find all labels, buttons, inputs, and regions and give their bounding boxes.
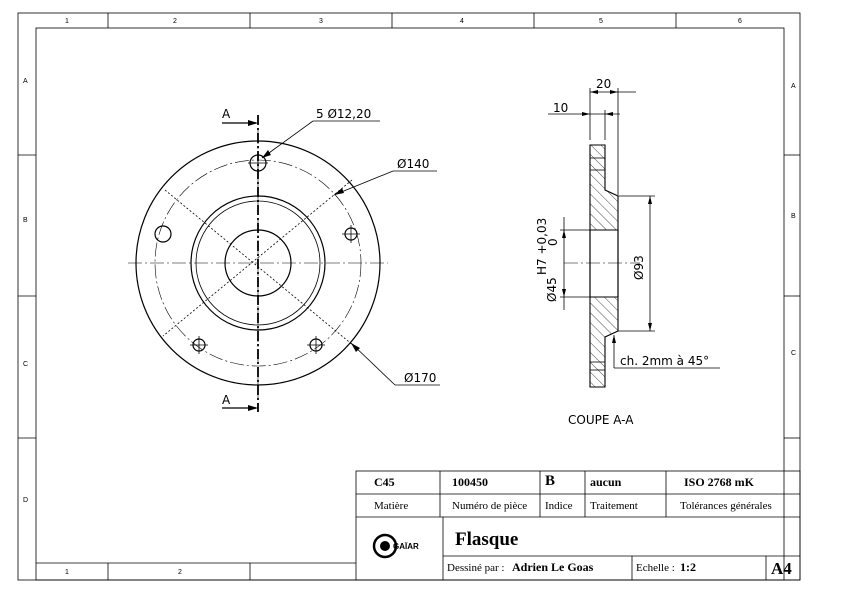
- d45-arrow-b: [562, 289, 566, 297]
- leader-d140-arrowhead: [334, 188, 344, 195]
- company-logo: GAÏAR: [372, 533, 419, 559]
- front-view: A A 5 Ø12,20: [128, 107, 440, 412]
- zone-col-bottom-2: 2: [178, 569, 182, 576]
- zone-col-2: 2: [173, 18, 177, 25]
- zone-row-d-left: D: [23, 497, 28, 504]
- title-block: C45 Matière 100450 Numéro de pièce B Ind…: [355, 470, 801, 581]
- dim-10-label: 10: [553, 101, 568, 115]
- bolt-hole-left: [154, 225, 172, 243]
- bolt-hole-bottom-right: [307, 336, 325, 354]
- drawn-by-value: Adrien Le Goas: [512, 560, 594, 574]
- tolerance-value: ISO 2768 mK: [684, 475, 755, 489]
- dim-tol-label: H7 +0,03: [535, 218, 549, 275]
- section-caption: COUPE A-A: [568, 413, 634, 427]
- dim20-arrow-l: [590, 90, 598, 94]
- treatment-value: aucun: [590, 475, 622, 489]
- bolt-hole-bottom-left: [190, 336, 208, 354]
- treatment-label: Traitement: [590, 500, 638, 512]
- diagonal-line-2: [162, 179, 353, 337]
- bolt-hole-right: [342, 225, 360, 243]
- scale-value: 1:2: [680, 560, 696, 574]
- dim-d170-label: Ø170: [404, 371, 436, 385]
- zone-ticks: [18, 13, 800, 580]
- outer-frame: [17, 12, 801, 581]
- d93-arrow-t: [648, 196, 652, 204]
- zone-row-c-left: C: [23, 361, 28, 368]
- section-arrowhead-bottom: [248, 405, 258, 411]
- zone-col-4: 4: [460, 18, 464, 25]
- chamfer-label: ch. 2mm à 45°: [620, 354, 709, 368]
- zone-col-1: 1: [65, 18, 69, 25]
- zone-col-bottom-1: 1: [65, 569, 69, 576]
- dim20-arrow-r: [610, 90, 618, 94]
- zone-row-a-right: A: [791, 83, 796, 90]
- section-label-top: A: [222, 107, 231, 121]
- section-arrowhead-top: [248, 120, 258, 126]
- dim-holes-label: 5 Ø12,20: [316, 107, 371, 121]
- leader-d170: [350, 342, 396, 386]
- part-number-label: Numéro de pièce: [452, 500, 527, 512]
- drawn-by-label: Dessiné par :: [447, 562, 504, 574]
- section-label-bottom: A: [222, 393, 231, 407]
- diagonal-line-1: [164, 189, 355, 347]
- leader-d170-arrowhead: [351, 343, 360, 352]
- d45-arrow-t: [562, 230, 566, 238]
- leader-holes: [261, 120, 314, 159]
- chamfer-arrowhead: [612, 335, 616, 343]
- tolerance-label: Tolérances générales: [680, 500, 772, 512]
- inner-frame: [35, 27, 785, 581]
- leader-holes-arrowhead: [262, 150, 271, 158]
- dim10-arrow-r: [605, 112, 613, 116]
- dim-20-label: 20: [596, 77, 611, 91]
- part-number-value: 100450: [452, 475, 488, 489]
- index-value: B: [545, 473, 555, 489]
- dim-d140-label: Ø140: [397, 157, 429, 171]
- zone-row-a-left: A: [23, 78, 28, 85]
- leader-d140: [333, 170, 394, 196]
- zone-row-b-right: B: [791, 213, 796, 220]
- sheet-format: A4: [771, 559, 792, 578]
- index-label: Indice: [545, 500, 573, 512]
- dim-d45-label: Ø45: [545, 277, 559, 302]
- scale-label: Echelle :: [636, 562, 675, 574]
- drawing-title: Flasque: [455, 529, 518, 550]
- dim-d93-label: Ø93: [632, 255, 646, 280]
- zone-col-5: 5: [599, 18, 603, 25]
- bolt-hole-top: [248, 153, 268, 173]
- zone-row-c-right: C: [791, 350, 796, 357]
- dim10-arrow-l: [582, 112, 590, 116]
- zone-col-6: 6: [738, 18, 742, 25]
- d93-arrow-b: [648, 323, 652, 331]
- material-label: Matière: [374, 500, 408, 512]
- zone-col-3: 3: [319, 18, 323, 25]
- section-view: 20 10 Ø45 H7 +0,03 0 Ø93 ch. 2mm à 45° C…: [535, 77, 720, 427]
- zone-row-b-left: B: [23, 217, 28, 224]
- material-value: C45: [374, 475, 395, 489]
- dim-tol-low-label: 0: [546, 238, 560, 246]
- logo-text: GAÏAR: [393, 542, 419, 551]
